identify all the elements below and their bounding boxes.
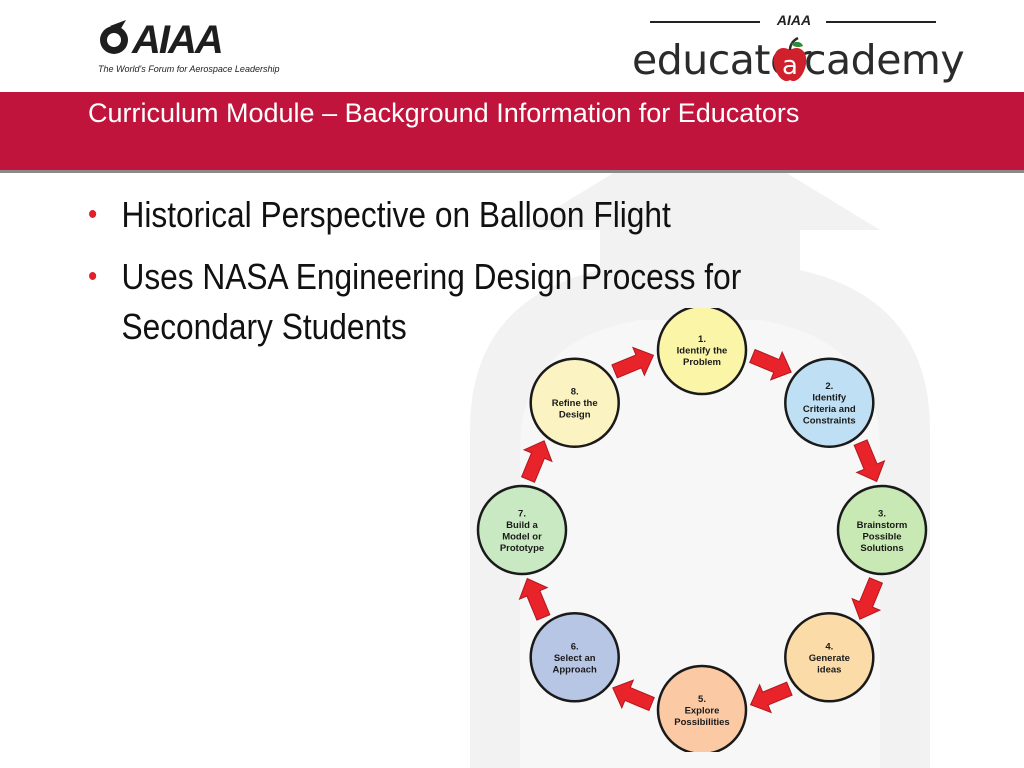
- aiaa-logo: AIAA The World's Forum for Aerospace Lea…: [96, 18, 279, 80]
- step-label-line: Design: [559, 410, 591, 421]
- educator-logo-word-right: cademy: [804, 36, 965, 84]
- logo-rule-left: [650, 21, 760, 23]
- arrow-shape: [612, 679, 655, 712]
- step-label-line: Model or: [502, 531, 542, 542]
- cycle-arrow: [749, 681, 793, 714]
- arrow-shape: [518, 577, 551, 621]
- step-label-line: Refine the: [552, 398, 598, 409]
- step-label-line: Criteria and: [803, 404, 856, 415]
- step-label-line: 8.: [571, 387, 579, 398]
- arrow-shape: [611, 346, 655, 379]
- step-circle: [656, 308, 748, 396]
- arrow-shape: [749, 348, 792, 381]
- educator-logo-aiaa: AIAA: [776, 12, 812, 28]
- arrow-shape: [520, 440, 553, 483]
- step-circle: [784, 357, 875, 448]
- logo-rule-right: [826, 21, 936, 23]
- arrow-shape: [853, 439, 886, 483]
- step-label-line: Possibilities: [674, 717, 729, 728]
- cycle-arrow: [749, 348, 792, 381]
- step-label-line: 2.: [825, 381, 833, 392]
- svg-text:a: a: [782, 51, 798, 81]
- title-bar: Curriculum Module – Background Informati…: [0, 92, 1024, 173]
- bullet-text: Historical Perspective on Balloon Flight: [121, 194, 671, 235]
- arrow-shape: [851, 577, 884, 620]
- step-label-line: Problem: [683, 357, 721, 368]
- step-label-line: ideas: [817, 664, 841, 675]
- aiaa-logo-word: AIAA: [132, 18, 224, 62]
- step-label-line: Approach: [553, 664, 598, 675]
- bullet-text: Uses NASA Engineering Design Process for…: [121, 256, 742, 347]
- step-label-line: Identify: [812, 393, 846, 404]
- step-label-line: Identify the: [677, 346, 728, 357]
- step-circle: [529, 612, 620, 703]
- cycle-arrow: [612, 679, 655, 712]
- step-label-line: Build a: [506, 520, 538, 531]
- step-label-line: Prototype: [500, 543, 544, 554]
- step-label-line: Possible: [862, 531, 901, 542]
- step-label-line: 4.: [825, 641, 833, 652]
- slide-title: Curriculum Module – Background Informati…: [88, 98, 800, 128]
- step-label-line: 6.: [571, 641, 579, 652]
- cycle-arrow: [611, 346, 655, 379]
- step-circle: [656, 664, 748, 752]
- cycle-arrow: [851, 577, 884, 620]
- step-label-line: Constraints: [803, 416, 856, 427]
- bullet-item: • Uses NASA Engineering Design Process f…: [88, 252, 792, 352]
- bullet-list: • Historical Perspective on Balloon Flig…: [88, 190, 888, 364]
- step-circle: [836, 484, 928, 576]
- step-circle: [529, 357, 620, 448]
- step-label-line: Solutions: [860, 543, 903, 554]
- educator-academy-logo: AIAA educator a cademy: [628, 12, 965, 88]
- step-label-line: 1.: [698, 334, 706, 345]
- step-circle: [476, 484, 568, 576]
- step-label-line: Generate: [809, 653, 850, 664]
- cycle-arrow: [853, 439, 886, 483]
- step-label-line: 7.: [518, 508, 526, 519]
- cycle-arrow: [520, 440, 553, 483]
- bullet-item: • Historical Perspective on Balloon Flig…: [88, 190, 792, 240]
- aiaa-emblem-icon: [100, 20, 128, 54]
- step-label-line: Explore: [685, 706, 720, 717]
- bullet-dot-icon: •: [88, 260, 98, 293]
- step-circle: [784, 612, 875, 703]
- apple-icon: a: [773, 36, 807, 82]
- step-label-line: Brainstorm: [857, 520, 908, 531]
- bullet-dot-icon: •: [88, 198, 98, 231]
- arrow-shape: [749, 681, 793, 714]
- step-label-line: Select an: [554, 653, 596, 664]
- step-label-line: 5.: [698, 694, 706, 705]
- step-label-line: 3.: [878, 508, 886, 519]
- aiaa-logo-tagline: The World's Forum for Aerospace Leadersh…: [98, 64, 280, 74]
- cycle-arrow: [518, 577, 551, 621]
